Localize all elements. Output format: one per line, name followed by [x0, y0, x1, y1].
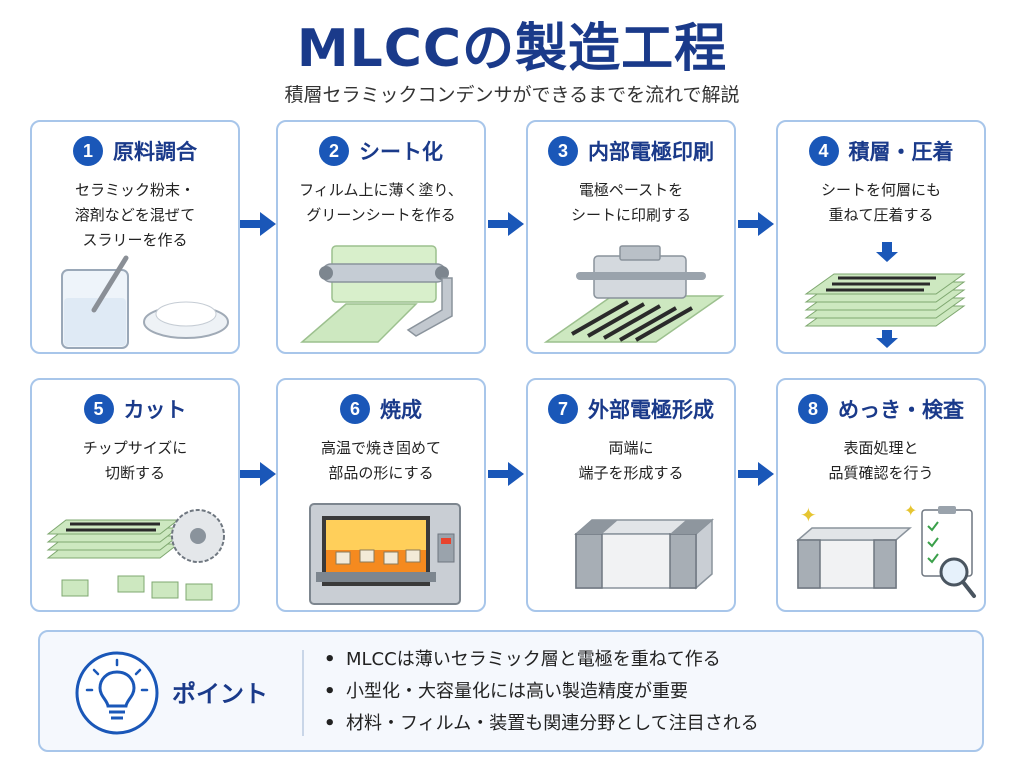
bullet-dot: •: [324, 681, 336, 702]
step-description: 高温で焼き固めて 部品の形にする: [278, 436, 484, 486]
step-title: 原料調合: [113, 140, 197, 164]
stacked-sheets-illustration: [804, 242, 966, 348]
step-header: 1 原料調合: [32, 136, 238, 166]
step-title: 焼成: [380, 398, 422, 422]
point-item: • 小型化・大容量化には高い製造精度が重要: [324, 676, 759, 708]
step-card-6: 6 焼成 高温で焼き固めて 部品の形にする: [276, 378, 486, 612]
step-description: シートを何層にも 重ねて圧着する: [778, 178, 984, 228]
step-title: めっき・検査: [838, 398, 964, 422]
point-summary-box: ポイント • MLCCは薄いセラミック層と電極を重ねて作る • 小型化・大容量化には…: [38, 630, 984, 752]
arrow-right-icon: [240, 462, 276, 486]
step-number-badge: 3: [548, 136, 578, 166]
desc-line: セラミック粉末・: [74, 181, 195, 199]
furnace-illustration: [309, 503, 461, 605]
step-card-7: 7 外部電極形成 両端に 端子を形成する: [526, 378, 736, 612]
step-description: 両端に 端子を形成する: [528, 436, 734, 486]
svg-text:✦: ✦: [904, 501, 917, 520]
step-description: フィルム上に薄く塗り、 グリーンシートを作る: [278, 178, 484, 228]
step-title: シート化: [359, 140, 443, 164]
step-card-2: 2 シート化 フィルム上に薄く塗り、 グリーンシートを作る: [276, 120, 486, 354]
step-header: 6 焼成: [278, 394, 484, 424]
desc-line: スラリーを作る: [82, 231, 188, 249]
step-card-5: 5 カット チップサイズに 切断する: [30, 378, 240, 612]
bullet-dot: •: [324, 713, 336, 734]
desc-line: 両端に: [608, 439, 654, 457]
desc-line: シートを何層にも: [820, 181, 941, 199]
point-item: • 材料・フィルム・装置も関連分野として注目される: [324, 708, 759, 740]
step-header: 7 外部電極形成: [528, 394, 734, 424]
step-header: 8 めっき・検査: [778, 394, 984, 424]
desc-line: 切断する: [104, 464, 165, 482]
film-roller-illustration: [299, 245, 453, 343]
svg-text:✦: ✦: [800, 503, 817, 527]
bullet-dot: •: [324, 649, 336, 670]
lightbulb-icon: [75, 651, 159, 735]
step-header: 3 内部電極印刷: [528, 136, 734, 166]
step-number-badge: 6: [340, 394, 370, 424]
step-title: 内部電極印刷: [588, 140, 714, 164]
step-description: 電極ペーストを シートに印刷する: [528, 178, 734, 228]
desc-line: 重ねて圧着する: [828, 206, 934, 224]
point-item-text: MLCCは薄いセラミック層と電極を重ねて作る: [346, 649, 721, 670]
arrow-right-icon: [488, 212, 524, 236]
step-number-badge: 1: [73, 136, 103, 166]
desc-line: フィルム上に薄く塗り、: [299, 181, 463, 199]
step-title: 外部電極形成: [588, 398, 714, 422]
point-item: • MLCCは薄いセラミック層と電極を重ねて作る: [324, 644, 759, 676]
step-card-8: 8 めっき・検査 表面処理と 品質確認を行う ✦ ✦: [776, 378, 986, 612]
beaker-powder-illustration: [61, 255, 229, 349]
page-title: MLCCの製造工程: [296, 19, 728, 79]
page-subtitle: 積層セラミックコンデンサができるまでを流れで解説: [284, 84, 740, 106]
printer-electrode-illustration: [543, 245, 725, 343]
point-list: • MLCCは薄いセラミック層と電極を重ねて作る • 小型化・大容量化には高い製造精…: [324, 644, 759, 740]
desc-line: 部品の形にする: [328, 464, 434, 482]
point-item-text: 小型化・大容量化には高い製造精度が重要: [346, 681, 688, 702]
arrow-right-icon: [738, 212, 774, 236]
arrow-right-icon: [738, 462, 774, 486]
step-number-badge: 5: [83, 394, 114, 424]
point-item-text: 材料・フィルム・装置も関連分野として注目される: [346, 713, 759, 734]
point-label: ポイント: [172, 680, 268, 708]
step-header: 2 シート化: [278, 136, 484, 166]
divider: [302, 650, 304, 736]
step-description: チップサイズに 切断する: [32, 436, 238, 486]
inspection-illustration: ✦ ✦: [795, 501, 976, 598]
dicing-saw-illustration: [46, 509, 225, 601]
step-title: 積層・圧着: [848, 140, 954, 164]
chip-terminals-illustration: [574, 518, 714, 590]
step-number-badge: 2: [319, 136, 349, 166]
step-number-badge: 4: [808, 136, 839, 166]
desc-line: 高温で焼き固めて: [320, 439, 441, 457]
step-header: 4 積層・圧着: [778, 136, 984, 166]
step-card-1: 1 原料調合 セラミック粉末・ 溶剤などを混ぜて スラリーを作る: [30, 120, 240, 354]
step-description: セラミック粉末・ 溶剤などを混ぜて スラリーを作る: [32, 178, 238, 253]
step-card-4: 4 積層・圧着 シートを何層にも 重ねて圧着する: [776, 120, 986, 354]
desc-line: 溶剤などを混ぜて: [74, 206, 196, 224]
desc-line: 端子を形成する: [578, 464, 684, 482]
arrow-right-icon: [488, 462, 524, 486]
step-card-3: 3 内部電極印刷 電極ペーストを シートに印刷する: [526, 120, 736, 354]
step-number-badge: 7: [548, 394, 578, 424]
desc-line: 電極ペーストを: [578, 181, 684, 199]
desc-line: シートに印刷する: [570, 206, 691, 224]
step-description: 表面処理と 品質確認を行う: [778, 436, 984, 486]
arrow-right-icon: [240, 212, 276, 236]
step-header: 5 カット: [32, 394, 238, 424]
desc-line: グリーンシートを作る: [306, 206, 456, 224]
desc-line: 品質確認を行う: [828, 464, 934, 482]
desc-line: 表面処理と: [843, 439, 919, 457]
desc-line: チップサイズに: [82, 439, 188, 457]
step-number-badge: 8: [798, 394, 828, 424]
step-title: カット: [123, 398, 187, 422]
